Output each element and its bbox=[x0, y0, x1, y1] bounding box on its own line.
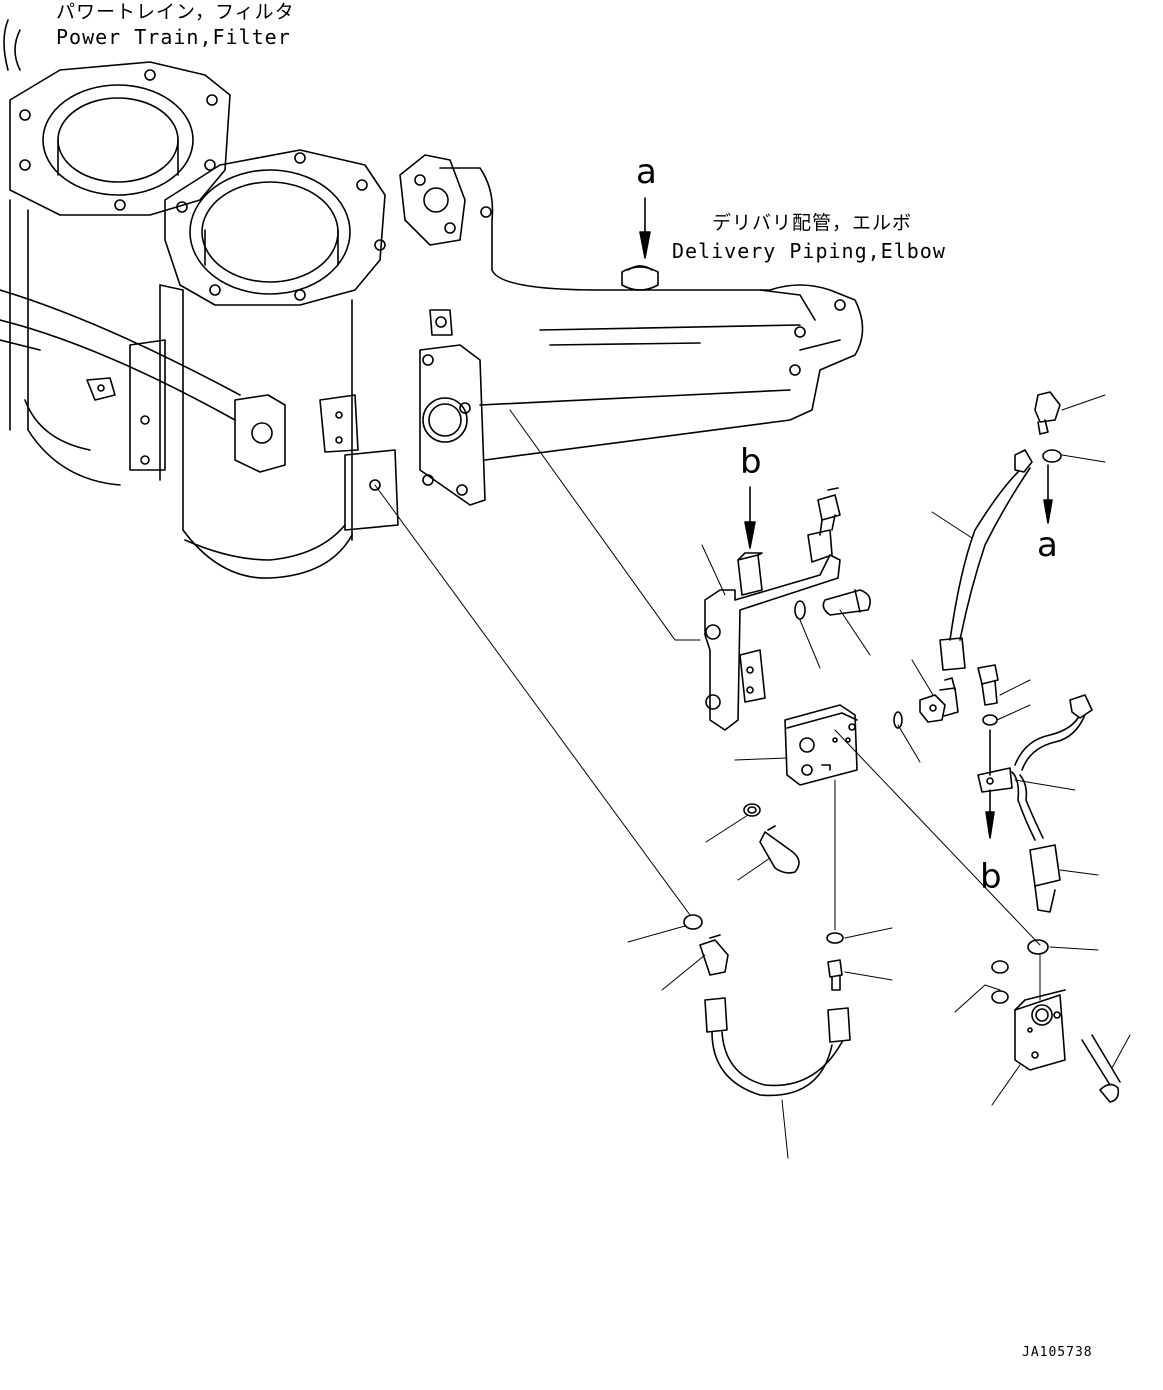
sensor-bracket bbox=[704, 487, 841, 731]
filter-bracket-tube bbox=[0, 289, 399, 531]
view-b-letter-top: b bbox=[740, 442, 762, 482]
view-a-letter-top: a bbox=[636, 152, 657, 192]
front-filter-housing bbox=[159, 149, 386, 579]
filter-label-en: Power Train,Filter bbox=[56, 25, 291, 49]
hose-bottom bbox=[704, 997, 851, 1097]
view-a-arrow-top bbox=[639, 197, 651, 259]
mount-block-lower-right bbox=[991, 939, 1121, 1103]
view-b-arrow-top bbox=[744, 486, 756, 549]
leader-lines bbox=[374, 394, 1131, 1159]
washer-and-bolt-upper bbox=[794, 589, 871, 620]
rear-filter-housing bbox=[3, 19, 231, 486]
drawing-code: JA105738 bbox=[1022, 1345, 1093, 1360]
view-a-letter-side: a bbox=[1037, 525, 1058, 565]
delivery-label-jp: デリバリ配管，エルボ bbox=[712, 212, 913, 234]
delivery-elbow bbox=[399, 154, 864, 506]
bolt-washer-right bbox=[977, 664, 999, 839]
delivery-label-en: Delivery Piping,Elbow bbox=[672, 239, 946, 263]
fittings-bottom bbox=[683, 914, 844, 991]
elbow-fitting-center bbox=[919, 677, 959, 723]
view-b-letter-side: b bbox=[980, 857, 1002, 897]
hose-upper-right bbox=[939, 391, 1062, 671]
filter-label-jp: パワートレイン，フィルタ bbox=[56, 1, 295, 23]
sensor-block bbox=[784, 704, 903, 786]
washer-and-bolt-left bbox=[743, 803, 800, 874]
